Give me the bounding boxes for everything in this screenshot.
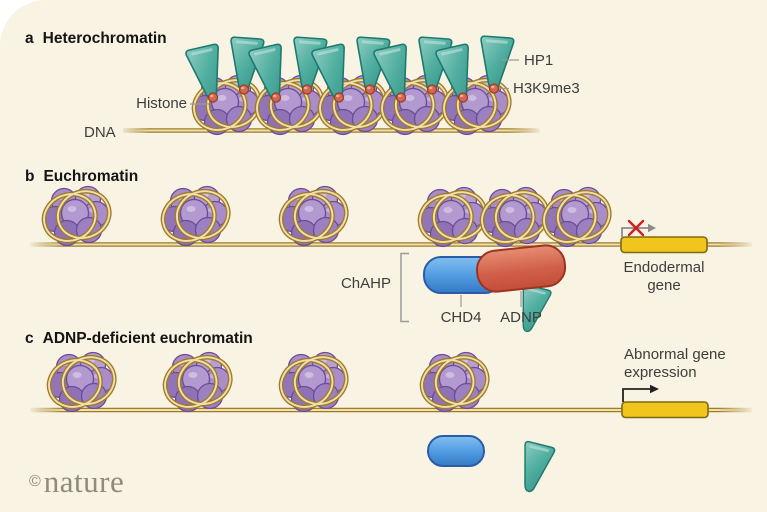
nucleosome: [158, 350, 236, 414]
nucleosome: [274, 184, 352, 248]
h3k9me3-mark: [301, 84, 313, 95]
section-b-letter: b: [25, 168, 35, 185]
detached-chd4-protein: [427, 435, 485, 467]
abnormal-gene: [621, 384, 709, 419]
section-c-letter: c: [25, 330, 34, 347]
h3k9me3-mark: [457, 92, 469, 103]
chahp-bracket: [400, 252, 409, 323]
label-abnormal-expression-line1: Abnormal gene: [624, 346, 726, 363]
h3k9me3-mark: [333, 92, 345, 103]
section-a-letter: a: [25, 30, 34, 47]
label-adnp: ADNP: [500, 309, 542, 326]
label-chahp: ChAHP: [340, 275, 391, 292]
copyright-symbol: ©: [29, 473, 41, 490]
eu-nucleosome-array: [37, 184, 615, 249]
nature-wordmark: nature: [43, 464, 125, 499]
label-histone: Histone: [136, 95, 187, 112]
nucleosome: [37, 184, 115, 248]
red-x-icon: [627, 219, 645, 237]
blocked-transcription-arrow: [621, 227, 648, 237]
heterochromatin-diagram: [123, 34, 540, 137]
adnp-protein: [476, 244, 567, 293]
nucleosome: [537, 185, 615, 249]
nucleosome: [42, 350, 120, 414]
nucleosome: [250, 73, 328, 137]
leader-lines-chahp: [460, 291, 522, 307]
label-endodermal-gene-line2: gene: [647, 277, 681, 294]
nucleosome: [274, 350, 352, 414]
h3k9me3-mark: [207, 92, 219, 103]
label-hp1: HP1: [524, 52, 554, 69]
leader-lines-a: [190, 59, 519, 105]
label-dna: DNA: [84, 124, 116, 141]
h3k9me3-mark: [270, 92, 282, 103]
endodermal-gene: [620, 219, 708, 254]
h3k9me3-mark: [395, 92, 407, 103]
chahp-complex: [400, 244, 567, 337]
label-endodermal-gene-line1: Endodermal: [623, 259, 705, 276]
nucleosome: [187, 73, 265, 137]
detached-chahp-parts: [427, 435, 557, 497]
active-transcription-arrow: [622, 388, 650, 402]
nucleosome: [437, 73, 515, 137]
label-abnormal-expression-line2: expression: [624, 364, 697, 381]
nature-logo: © nature: [29, 464, 125, 499]
detached-teal-subunit: [512, 439, 557, 497]
nucleosome: [156, 184, 234, 248]
h3k9me3-mark: [364, 84, 376, 95]
h3k9me3-mark: [488, 83, 500, 94]
h3k9me3-mark: [426, 84, 438, 95]
deficient-nucleosome-array: [42, 350, 493, 414]
blocked-arrowhead: [648, 223, 656, 233]
active-arrowhead: [650, 384, 659, 394]
euchromatin-diagram: [30, 184, 752, 337]
label-chd4: CHD4: [440, 309, 482, 326]
h3k9me3-mark: [238, 84, 250, 95]
hetero-nucleosome-array: [183, 34, 516, 137]
adnp-deficient-diagram: [30, 350, 752, 497]
label-h3k9me3: H3K9me3: [513, 80, 580, 97]
nucleosome: [415, 350, 493, 414]
